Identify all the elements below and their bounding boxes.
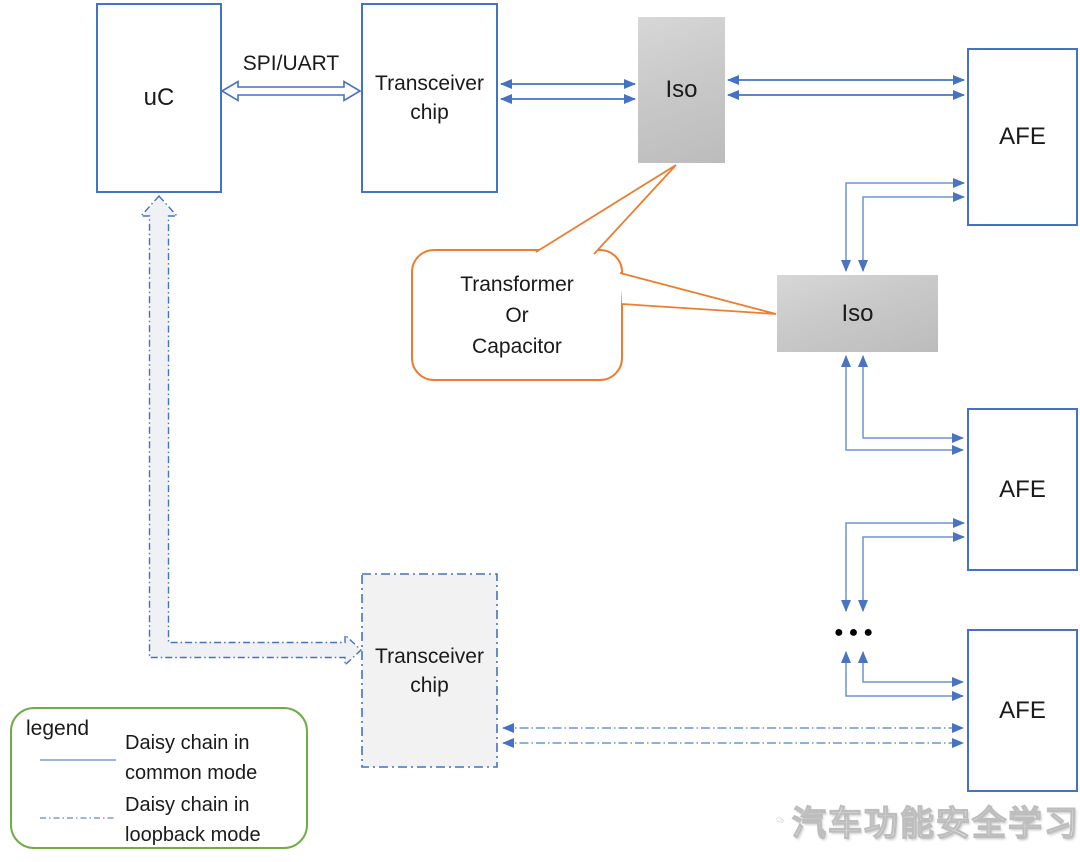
chain-ellipsis: ●●● [834,624,878,641]
callout-line-3: Capacitor [472,334,562,358]
callout-text: Transformer Or Capacitor [412,250,622,380]
callout-line-2: Or [505,303,529,327]
node-uc: uC [96,3,222,193]
transceiver-bottom-outline [361,573,498,768]
node-iso-top: Iso [638,17,725,163]
node-afe-bottom: AFE [967,629,1078,792]
legend: legend Daisy chain in common mode Daisy … [10,707,308,849]
callout-tail-to-iso-top [535,164,677,255]
watermark-text: 汽车功能安全学习 [791,804,1080,843]
link-afe2-dots-b [858,532,965,612]
legend-title: legend [26,717,90,740]
callout-line-1: Transformer [460,272,574,296]
link-afe1-iso2-b [858,192,965,272]
node-iso-top-label: Iso [665,76,698,103]
node-afe-top-label: AFE [999,123,1046,150]
link-iso2-afe2-a [858,355,964,443]
node-iso-mid-label: Iso [841,299,874,327]
spi-uart-double-arrow [220,80,362,102]
link-dots-afe3-b [841,651,964,701]
legend-solid-line-sample [40,759,116,761]
wechat-icon [776,816,784,824]
legend-item-common-mode: Daisy chain in common mode [125,732,258,784]
loopback-elbow-block-arrow [139,194,363,667]
legend-dashdot-line-sample [40,817,116,819]
node-transceiver-top-label: Transceiver chip [375,72,484,124]
node-transceiver-bottom: Transceiver chip [362,574,497,767]
node-afe-bottom-label: AFE [999,696,1046,724]
node-afe-mid: AFE [967,408,1078,571]
callout-body [411,249,623,381]
bus-label: SPI/UART [242,52,340,75]
callout-tail-to-iso-mid [619,272,777,315]
legend-item-loopback-mode: Daisy chain in loopback mode [125,794,261,846]
node-iso-mid: Iso [777,275,938,352]
node-transceiver-bottom-label: Transceiver chip [375,644,484,697]
link-iso2-afe2-b [841,355,964,455]
link-afe1-iso2-a [841,178,965,272]
link-afe2-dots-a [841,518,965,612]
watermark: 汽车功能安全学习 [776,788,1080,852]
node-transceiver-top: Transceiver chip [361,3,498,193]
node-afe-mid-label: AFE [999,475,1046,503]
node-afe-top: AFE [967,48,1078,226]
link-dots-afe3-a [858,651,964,687]
node-uc-label: uC [143,84,175,111]
